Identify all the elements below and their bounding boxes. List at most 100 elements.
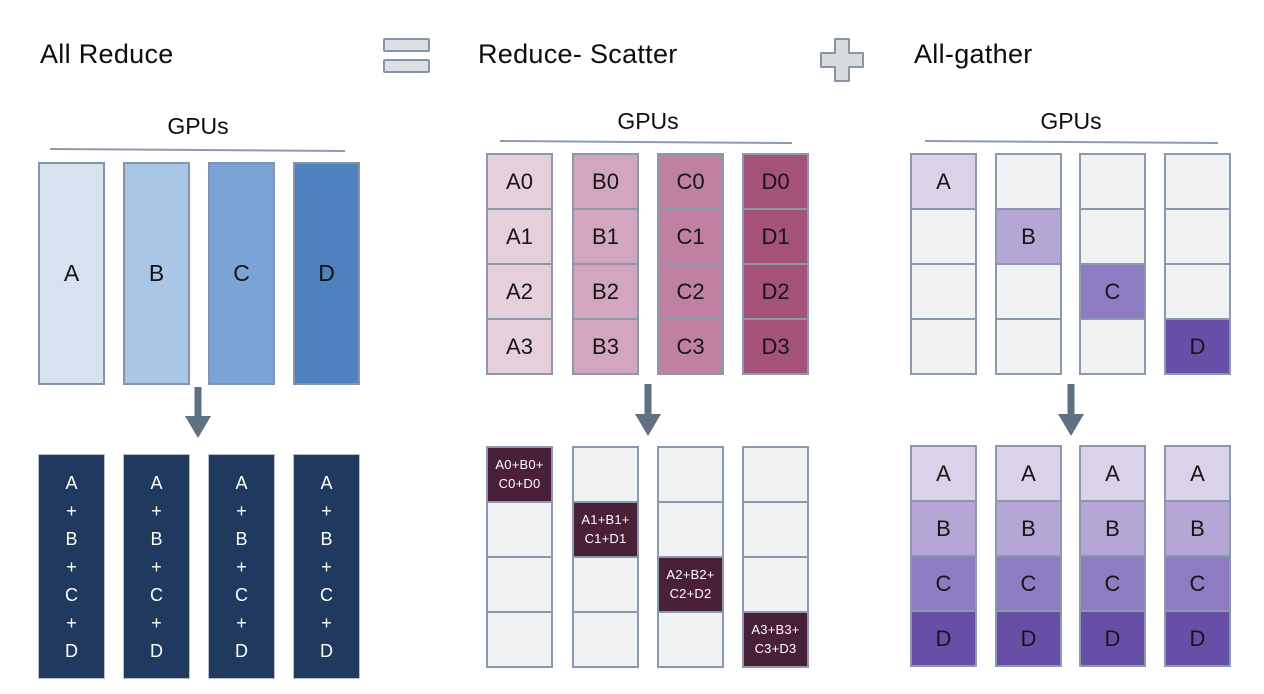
title-all-reduce: All Reduce	[40, 39, 174, 69]
empty-cell	[910, 318, 977, 375]
reduce-result-cell-0: A0+B0+ C0+D0	[486, 446, 553, 503]
gather-result-cell-b: B	[995, 500, 1062, 557]
grid-cell-a0: A0	[486, 153, 553, 210]
empty-cell	[1079, 318, 1146, 375]
down-arrow-icon	[635, 384, 661, 436]
gpu-column-a: A	[38, 162, 105, 385]
reduce-result-cell-2: A2+B2+ C2+D2	[657, 556, 724, 613]
gather-result-cell-a: A	[1079, 445, 1146, 502]
gpus-underline-right	[924, 140, 1218, 145]
grid-cell-a2: A2	[486, 263, 553, 320]
empty-cell	[742, 556, 809, 613]
empty-cell	[910, 263, 977, 320]
scatter-result-column-3: A3+B3+ C3+D3	[742, 446, 809, 668]
scatter-input-column-d: D0 D1 D2 D3	[742, 153, 809, 375]
gather-result-column-2: A B C D	[1079, 445, 1146, 667]
gather-result-cell-d: D	[1164, 610, 1231, 667]
empty-cell	[995, 153, 1062, 210]
gpu-column-c: C	[208, 162, 275, 385]
allreduce-result-column: A + B + C + D	[293, 454, 360, 679]
scatter-input-column-c: C0 C1 C2 C3	[657, 153, 724, 375]
empty-cell	[657, 501, 724, 558]
equals-bar-bottom	[383, 59, 430, 73]
title-reduce-scatter: Reduce- Scatter	[478, 39, 678, 69]
gather-cell-a: A	[910, 153, 977, 210]
grid-cell-c0: C0	[657, 153, 724, 210]
gather-cell-c: C	[1079, 263, 1146, 320]
grid-cell-c3: C3	[657, 318, 724, 375]
gpu-column-b: B	[123, 162, 190, 385]
allreduce-result-column: A + B + C + D	[123, 454, 190, 679]
allreduce-result-column: A + B + C + D	[208, 454, 275, 679]
grid-cell-b3: B3	[572, 318, 639, 375]
gather-result-column-1: A B C D	[995, 445, 1062, 667]
empty-cell	[910, 208, 977, 265]
gather-result-cell-d: D	[1079, 610, 1146, 667]
empty-cell	[742, 446, 809, 503]
grid-cell-d3: D3	[742, 318, 809, 375]
gather-result-cell-b: B	[910, 500, 977, 557]
gpus-label-middle: GPUs	[617, 108, 679, 134]
gather-result-cell-d: D	[995, 610, 1062, 667]
gpus-label-left: GPUs	[167, 113, 229, 139]
gather-result-cell-b: B	[1164, 500, 1231, 557]
gpus-label-right: GPUs	[1040, 108, 1102, 134]
scatter-result-column-1: A1+B1+ C1+D1	[572, 446, 639, 668]
gather-result-cell-b: B	[1079, 500, 1146, 557]
title-all-gather: All-gather	[914, 39, 1033, 69]
empty-cell	[742, 501, 809, 558]
scatter-result-column-0: A0+B0+ C0+D0	[486, 446, 553, 668]
equals-bar-top	[383, 38, 430, 52]
scatter-result-column-2: A2+B2+ C2+D2	[657, 446, 724, 668]
gpus-underline-middle	[499, 140, 792, 145]
reduce-result-cell-3: A3+B3+ C3+D3	[742, 611, 809, 668]
empty-cell	[657, 446, 724, 503]
equals-icon	[383, 38, 430, 73]
empty-cell	[995, 318, 1062, 375]
gather-result-cell-a: A	[1164, 445, 1231, 502]
gather-input-column-1: B	[995, 153, 1062, 375]
grid-cell-d1: D1	[742, 208, 809, 265]
gather-result-cell-c: C	[910, 555, 977, 612]
grid-cell-b2: B2	[572, 263, 639, 320]
empty-cell	[486, 611, 553, 668]
grid-cell-a3: A3	[486, 318, 553, 375]
empty-cell	[1079, 208, 1146, 265]
grid-cell-d0: D0	[742, 153, 809, 210]
gather-cell-b: B	[995, 208, 1062, 265]
grid-cell-d2: D2	[742, 263, 809, 320]
empty-cell	[572, 446, 639, 503]
empty-cell	[486, 556, 553, 613]
empty-cell	[995, 263, 1062, 320]
gather-input-column-0: A	[910, 153, 977, 375]
gather-result-cell-d: D	[910, 610, 977, 667]
scatter-input-column-b: B0 B1 B2 B3	[572, 153, 639, 375]
empty-cell	[1164, 208, 1231, 265]
gather-result-column-0: A B C D	[910, 445, 977, 667]
reduce-result-cell-1: A1+B1+ C1+D1	[572, 501, 639, 558]
empty-cell	[1164, 263, 1231, 320]
gpu-column-d: D	[293, 162, 360, 385]
gather-result-column-3: A B C D	[1164, 445, 1231, 667]
empty-cell	[657, 611, 724, 668]
gather-cell-d: D	[1164, 318, 1231, 375]
empty-cell	[486, 501, 553, 558]
empty-cell	[572, 611, 639, 668]
gather-result-cell-a: A	[910, 445, 977, 502]
gather-result-cell-a: A	[995, 445, 1062, 502]
grid-cell-c1: C1	[657, 208, 724, 265]
gather-result-cell-c: C	[995, 555, 1062, 612]
grid-cell-b0: B0	[572, 153, 639, 210]
gpus-underline-left	[49, 148, 345, 153]
plus-icon	[820, 38, 864, 82]
gather-result-cell-c: C	[1079, 555, 1146, 612]
empty-cell	[1164, 153, 1231, 210]
grid-cell-c2: C2	[657, 263, 724, 320]
grid-cell-b1: B1	[572, 208, 639, 265]
empty-cell	[1079, 153, 1146, 210]
down-arrow-icon	[185, 387, 211, 438]
gather-result-cell-c: C	[1164, 555, 1231, 612]
gather-input-column-3: D	[1164, 153, 1231, 375]
empty-cell	[572, 556, 639, 613]
